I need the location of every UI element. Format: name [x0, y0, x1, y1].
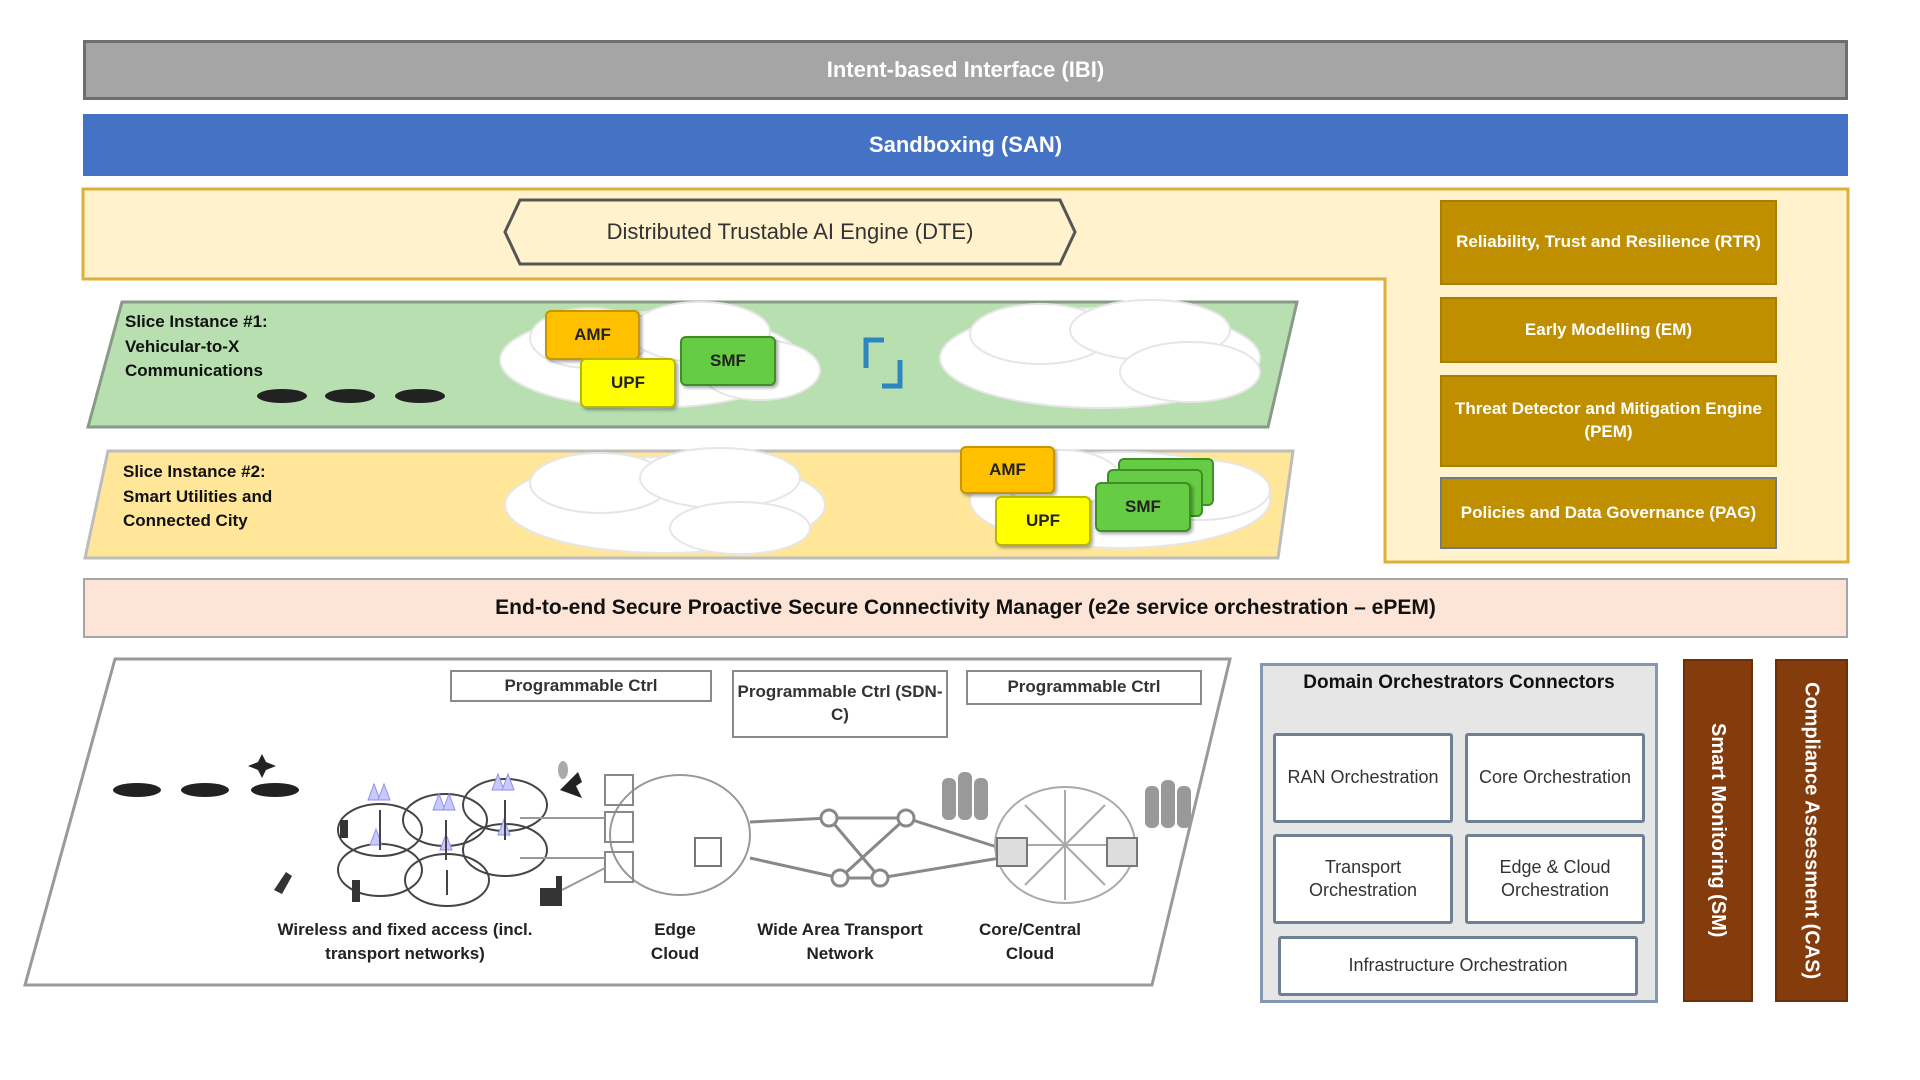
domain-orchestrators-panel: Domain Orchestrators Connectors RAN Orch…: [1260, 663, 1658, 1003]
slice-2-amf: AMF: [960, 446, 1055, 494]
dte-hexagon: [503, 198, 1077, 266]
rtr-module: Reliability, Trust and Resilience (RTR): [1440, 200, 1777, 285]
cell-towers-icon: [337, 772, 548, 907]
sandboxing-layer: Sandboxing (SAN): [83, 114, 1848, 176]
infrastructure-orchestration: Infrastructure Orchestration: [1278, 936, 1638, 996]
bracket-icon: [863, 337, 903, 389]
programmable-ctrl-core: Programmable Ctrl: [966, 670, 1202, 705]
slice-1-label-line: Vehicular-to-X: [125, 336, 240, 356]
slice-2-cloud-a: [504, 447, 826, 555]
slice-2-upf: UPF: [995, 496, 1091, 546]
ai-engine-panel: [81, 187, 1850, 564]
edge-cloud-orchestration: Edge & Cloud Orchestration: [1465, 834, 1645, 924]
programmable-ctrl-access: Programmable Ctrl: [450, 670, 712, 702]
slice-2-label-line: Smart Utilities and: [123, 486, 273, 506]
slice-1-smf: SMF: [680, 336, 776, 386]
domain-orchestrators-title: Domain Orchestrators Connectors: [1303, 672, 1615, 693]
pem-module: Threat Detector and Mitigation Engine (P…: [1440, 375, 1777, 467]
transport-orchestration: Transport Orchestration: [1273, 834, 1453, 924]
epem-layer: End-to-end Secure Proactive Secure Conne…: [83, 578, 1848, 638]
slice-2-label-line: Slice Instance #2:: [123, 462, 266, 481]
slice-2-label: Slice Instance #2: Smart Utilities and C…: [123, 460, 272, 534]
edge-cloud-icon: [520, 774, 751, 896]
access-network-label: Wireless and fixed access (incl. transpo…: [277, 920, 533, 963]
smart-monitoring-module: Smart Monitoring (SM): [1683, 659, 1753, 1002]
programmable-ctrl-sdn: Programmable Ctrl (SDN-C): [732, 670, 948, 738]
slice-1-label-line: Communications: [125, 361, 263, 381]
slice-2-label-line: Connected City: [123, 511, 248, 531]
wan-mesh-icon: [749, 808, 1001, 888]
ran-orchestration: RAN Orchestration: [1273, 733, 1453, 823]
wan-label: Wide Area Transport Network: [757, 920, 923, 963]
slice-1-cloud-b: [939, 299, 1261, 409]
edge-cloud-label: Edge Cloud: [650, 920, 700, 963]
slice-1-upf: UPF: [580, 358, 676, 408]
infrastructure-plane: [23, 657, 1232, 987]
dte-label: Distributed Trustable AI Engine (DTE): [606, 219, 974, 244]
vehicle-icons-access: [113, 754, 299, 797]
slice-2-smf: SMF: [1095, 482, 1191, 532]
em-module: Early Modelling (EM): [1440, 297, 1777, 363]
slice-1-amf: AMF: [545, 310, 640, 360]
core-orchestration: Core Orchestration: [1465, 733, 1645, 823]
pag-module: Policies and Data Governance (PAG): [1440, 477, 1777, 549]
slice-1-label-line: Slice Instance #1:: [125, 312, 268, 331]
compliance-assessment-label: Compliance Assessment (CAS): [1800, 681, 1823, 980]
core-cloud-icon: [994, 786, 1138, 904]
core-cloud-label: Core/Central Cloud: [978, 920, 1082, 963]
smart-monitoring-label: Smart Monitoring (SM): [1707, 723, 1729, 938]
industrial-icons: [274, 820, 562, 906]
car-icons-slice-1: [257, 389, 445, 403]
slice-1-label: Slice Instance #1: Vehicular-to-X Commun…: [125, 310, 268, 384]
compliance-assessment-module: Compliance Assessment (CAS): [1775, 659, 1848, 1002]
intent-based-interface-layer: Intent-based Interface (IBI): [83, 40, 1848, 100]
satellite-dish-icon: [558, 761, 582, 798]
server-rack-icons: [942, 772, 1191, 828]
